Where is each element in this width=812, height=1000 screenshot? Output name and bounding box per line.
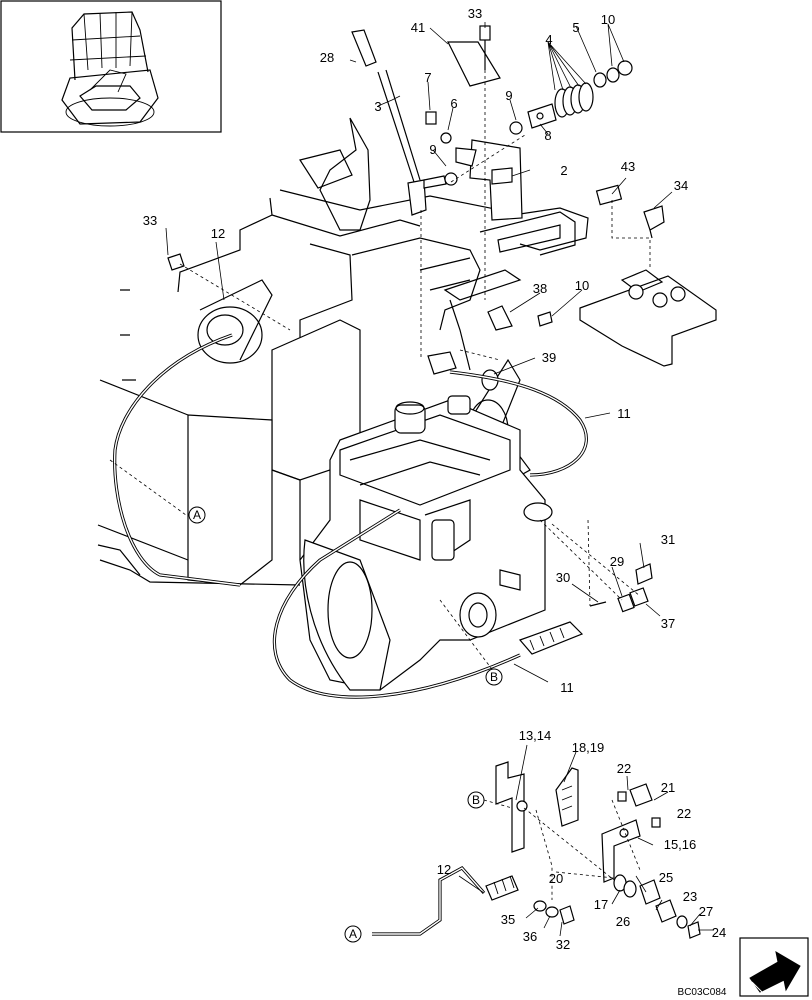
callout-11: 11 [617, 406, 631, 421]
throttle-lever-assembly [299, 25, 557, 231]
machine-frame [97, 189, 589, 586]
callout-39: 39 [542, 350, 556, 365]
callout-2: 2 [560, 163, 567, 178]
connection-marker-b-lower: B [467, 791, 485, 809]
drawing-reference-code: BC03C084 [678, 987, 727, 998]
svg-text:B: B [490, 670, 498, 684]
callout-9: 9 [429, 142, 436, 157]
svg-text:A: A [193, 508, 201, 522]
callout-21: 21 [661, 780, 675, 795]
callout-24: 24 [712, 925, 726, 940]
callout-43: 43 [621, 159, 635, 174]
callout-32: 32 [556, 937, 570, 952]
callout-37: 37 [661, 616, 675, 631]
connection-marker-b-upper: B [485, 668, 503, 686]
callout-5: 5 [572, 20, 579, 35]
callout-27: 27 [699, 904, 713, 919]
callout-36: 36 [523, 929, 537, 944]
callout-28: 28 [320, 50, 334, 65]
callout-labels: 33 41 5 10 28 4 7 6 9 8 3 9 2 43 34 33 1… [143, 6, 726, 952]
leader-lines [109, 22, 714, 937]
governor-linkage-exploded [495, 761, 701, 939]
callout-25: 25 [659, 870, 673, 885]
svg-text:B: B [472, 793, 480, 807]
callout-7: 7 [424, 70, 431, 85]
callout-35: 35 [501, 912, 515, 927]
callout-33: 33 [143, 213, 157, 228]
callout-29: 29 [610, 554, 624, 569]
callout-18-19: 18,19 [572, 740, 605, 755]
callout-26: 26 [616, 914, 630, 929]
callout-8: 8 [544, 128, 551, 143]
callout-6: 6 [450, 96, 457, 111]
callout-34: 34 [674, 178, 688, 193]
callout-13-14: 13,14 [519, 728, 552, 743]
callout-12: 12 [211, 226, 225, 241]
callout-9: 9 [505, 88, 512, 103]
connection-marker-a-upper: A [188, 506, 206, 524]
callout-23: 23 [683, 889, 697, 904]
fittings [167, 253, 653, 613]
connection-marker-a-lower: A [344, 925, 362, 943]
switch-panel-cover [579, 184, 717, 367]
throttle-cables [113, 333, 588, 936]
callout-17: 17 [594, 897, 608, 912]
friction-springs [554, 60, 633, 118]
callout-41: 41 [411, 20, 425, 35]
callout-4: 4 [545, 32, 552, 47]
callout-10: 10 [575, 278, 589, 293]
orientation-arrow-icon [739, 937, 809, 997]
callout-31: 31 [661, 532, 675, 547]
callout-15-16: 15,16 [664, 837, 697, 852]
engine-assembly [299, 395, 553, 691]
svg-text:A: A [349, 927, 357, 941]
callout-20: 20 [549, 871, 563, 886]
machine-thumbnail-inset [0, 0, 222, 133]
callout-33: 33 [468, 6, 482, 21]
callout-12: 12 [437, 862, 451, 877]
callout-22: 22 [617, 761, 631, 776]
callout-11: 11 [560, 680, 574, 695]
callout-22: 22 [677, 806, 691, 821]
callout-38: 38 [533, 281, 547, 296]
callout-3: 3 [374, 99, 381, 114]
callout-30: 30 [556, 570, 570, 585]
callout-10: 10 [601, 12, 615, 27]
